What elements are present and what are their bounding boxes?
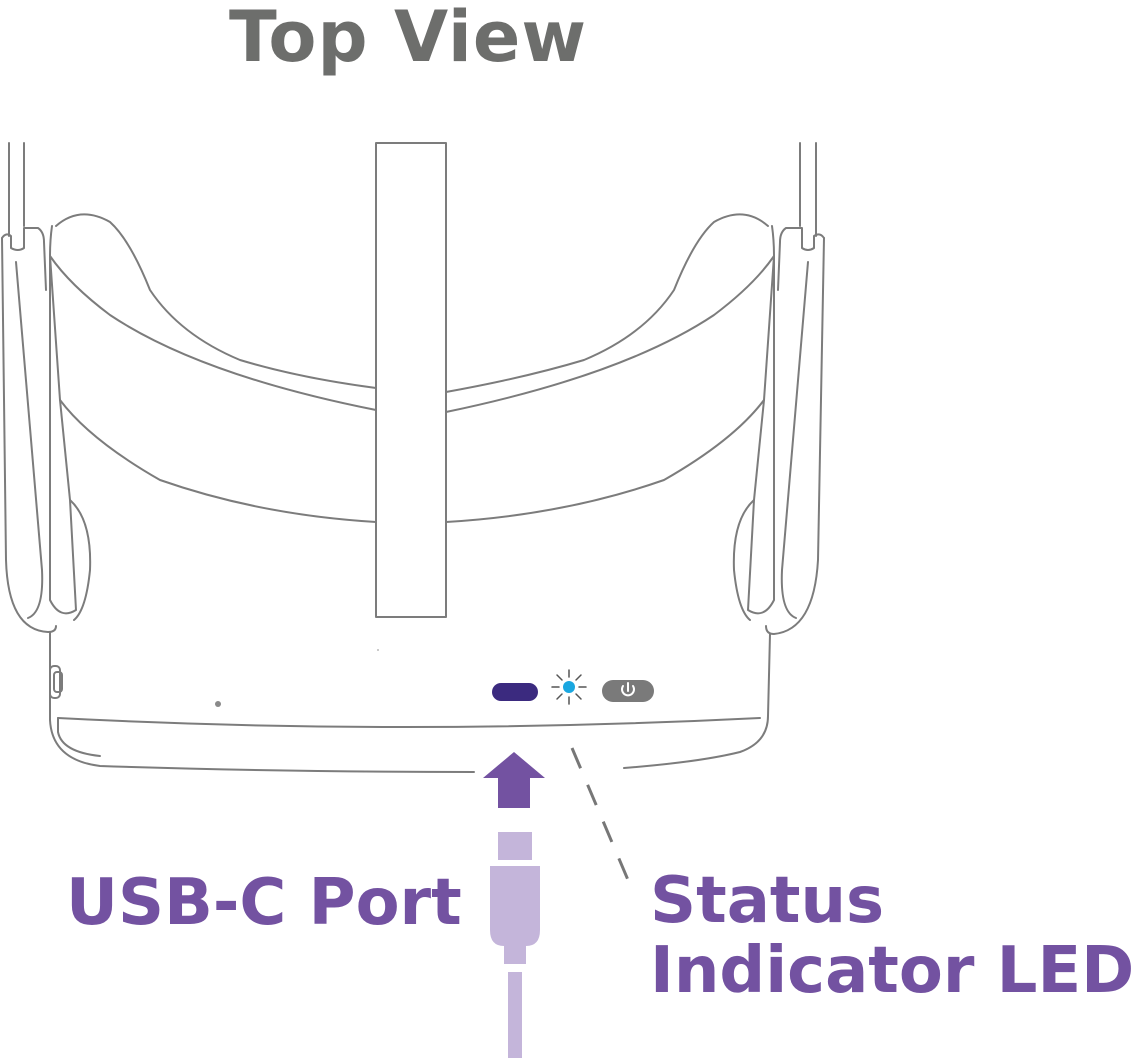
up-arrow-icon (483, 752, 545, 808)
status-led (563, 681, 575, 693)
side-button (49, 665, 61, 699)
status-led-label-line1: Status (650, 864, 885, 938)
diagram-title: Top View (228, 0, 588, 78)
left-facial-pad (49, 213, 377, 615)
usb-c-port-slot (492, 683, 538, 701)
right-facial-pad (445, 213, 775, 615)
right-side-strap (765, 142, 825, 635)
top-strap (375, 142, 447, 618)
led-glow-icon (551, 669, 587, 705)
status-led-label: Status Indicator LED (650, 866, 1134, 1006)
power-icon (621, 682, 635, 697)
sensor-dot (215, 701, 221, 707)
status-led-leader-line (570, 747, 630, 881)
left-side-strap (1, 142, 57, 633)
power-button (602, 680, 654, 702)
usb-c-port-label: USB-C Port (66, 866, 462, 940)
usb-c-connector-icon (490, 832, 540, 1058)
headset-outline (1, 142, 825, 773)
headset-front-body (49, 631, 771, 773)
status-led-label-line2: Indicator LED (650, 934, 1135, 1008)
